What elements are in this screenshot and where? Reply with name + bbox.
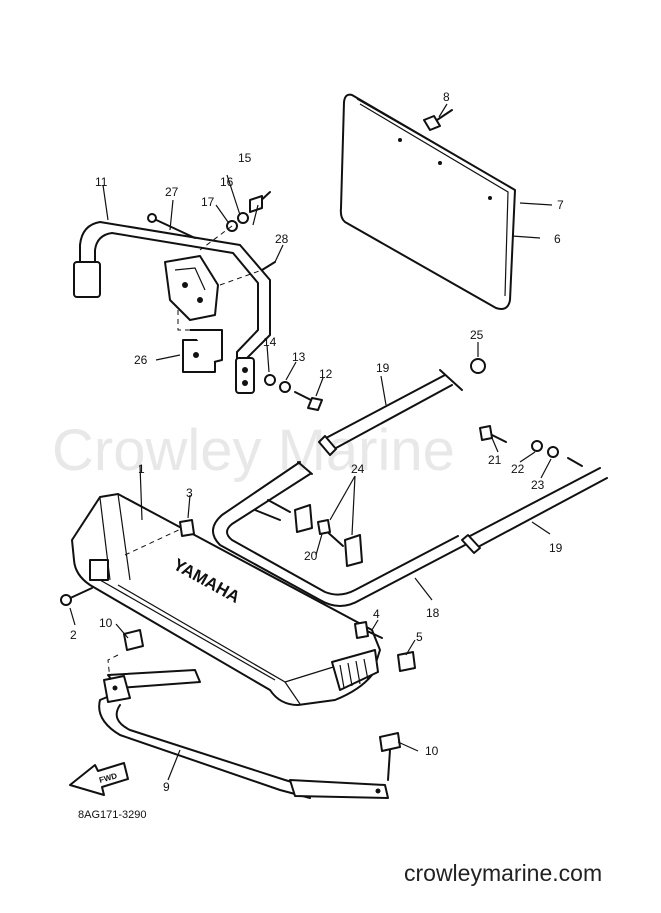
- clamp-bracket: [182, 329, 223, 373]
- callout-11: 11: [95, 175, 108, 189]
- callout-6: 6: [554, 232, 561, 246]
- lower-guard: [98, 654, 389, 799]
- callout-12: 12: [319, 367, 333, 381]
- callout-14: 14: [263, 335, 277, 349]
- callout-19a: 19: [376, 361, 390, 375]
- tube-upper: [318, 369, 463, 456]
- callout-2: 2: [70, 628, 77, 642]
- callout-20: 20: [304, 549, 318, 563]
- bracket-block: [147, 213, 219, 321]
- watermark: Crowley Marine: [52, 418, 455, 483]
- fwd-arrow-icon: [69, 762, 129, 796]
- bumper: [71, 493, 381, 706]
- tube-lower: [461, 467, 608, 554]
- callout-10b: 10: [425, 744, 439, 758]
- callout-27: 27: [165, 185, 179, 199]
- callout-25: 25: [470, 328, 484, 342]
- callout-24: 24: [351, 462, 365, 476]
- callout-18: 18: [426, 606, 440, 620]
- callout-13: 13: [292, 350, 306, 364]
- callout-4: 4: [373, 607, 380, 621]
- diagram-code: 8AG171-3290: [78, 809, 147, 821]
- callout-8: 8: [443, 90, 450, 104]
- footer-url: crowleymarine.com: [404, 860, 602, 886]
- callout-22: 22: [511, 462, 525, 476]
- callout-26: 26: [134, 353, 148, 367]
- callout-5: 5: [416, 630, 423, 644]
- mount-clips: [294, 504, 363, 567]
- plate-bolt: [423, 109, 453, 131]
- license-plate: [339, 93, 516, 310]
- callout-23: 23: [531, 478, 545, 492]
- callout-15: 15: [238, 151, 252, 165]
- callout-17: 17: [201, 195, 215, 209]
- plate-bracket: [73, 221, 271, 394]
- callout-1: 1: [138, 462, 145, 476]
- callout-7: 7: [557, 198, 564, 212]
- callout-10a: 10: [99, 616, 113, 630]
- callout-19b: 19: [549, 541, 563, 555]
- callout-16: 16: [220, 175, 234, 189]
- callout-21: 21: [488, 453, 502, 467]
- callout-3: 3: [186, 486, 193, 500]
- guard-bar: [212, 461, 466, 607]
- leader-lines: [69, 174, 552, 781]
- callout-9: 9: [163, 780, 170, 794]
- callout-28: 28: [275, 232, 289, 246]
